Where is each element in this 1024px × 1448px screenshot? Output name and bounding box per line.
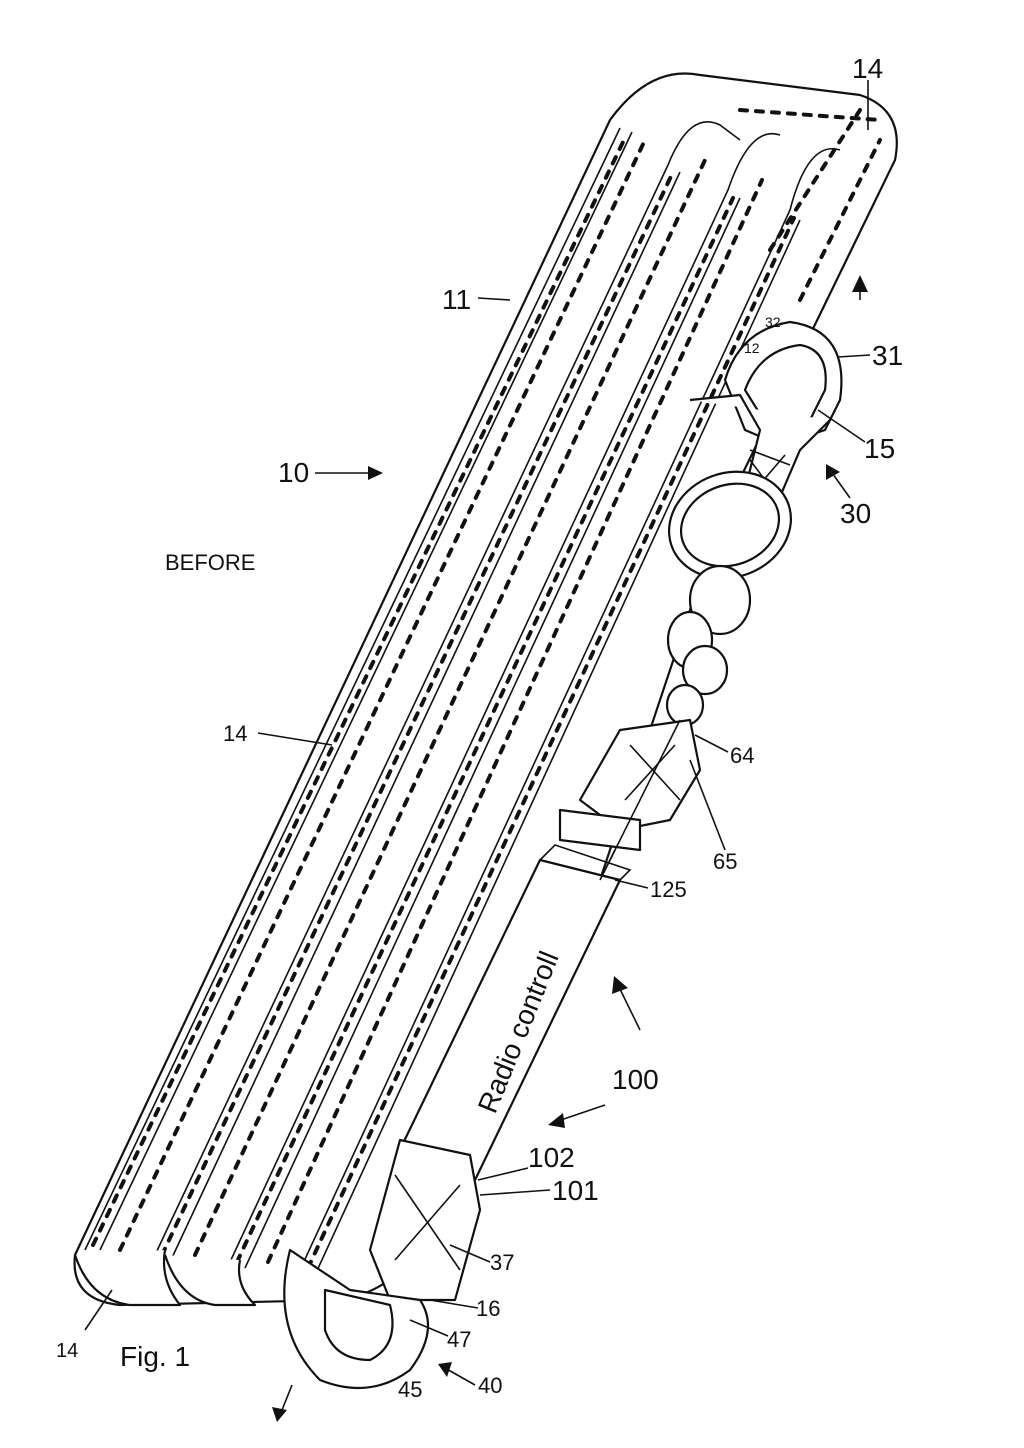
ref-64: 64 [730,743,754,768]
ref-31: 31 [872,340,903,371]
ref-102: 102 [528,1142,575,1173]
ref-100: 100 [612,1064,659,1095]
reference-numerals: 14 11 32 12 31 15 10 30 BEFORE 14 64 65 … [56,53,903,1402]
ref-11: 11 [442,284,471,315]
ref-12: 12 [744,340,760,356]
ref-14-bottom: 14 [56,1340,78,1362]
ref-47: 47 [447,1327,471,1352]
ref-45: 45 [398,1377,422,1402]
ref-10: 10 [278,457,309,488]
leader-lines [84,80,871,1422]
folded-strap-bundle [73,72,898,1307]
ref-14-top: 14 [852,53,883,84]
bottom-d-ring-clip [283,1138,482,1390]
ref-37: 37 [490,1250,514,1275]
ref-101: 101 [552,1175,599,1206]
upper-clip-assembly [558,320,843,881]
ref-32: 32 [765,314,781,330]
figure-caption: Fig. 1 [120,1341,190,1372]
ref-30: 30 [840,498,871,529]
ref-16: 16 [476,1296,500,1321]
before-label: BEFORE [165,550,255,575]
ref-15: 15 [864,433,895,464]
ref-40: 40 [478,1373,502,1398]
ref-125: 125 [650,877,687,902]
ref-65: 65 [713,849,737,874]
ref-14-left: 14 [223,721,247,746]
